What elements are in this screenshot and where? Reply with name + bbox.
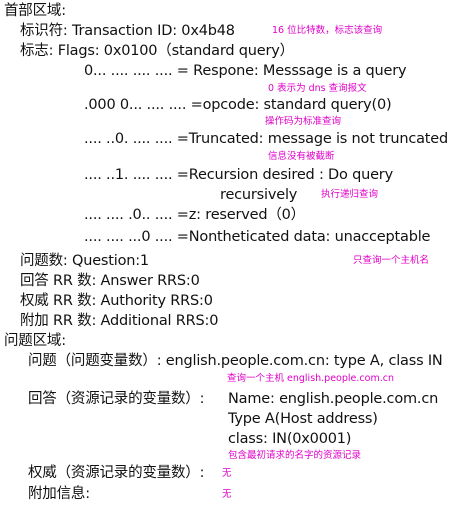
answer-type-line: Type A(Host address): [228, 411, 378, 427]
flag-z-line: .... .... .0.. .... =z: reserved（0）: [84, 207, 305, 223]
flag-truncated-line: .... ..0. .... .... =Truncated: message …: [84, 131, 448, 147]
transaction-id-line: 标识符: Transaction ID: 0x4b48: [20, 23, 235, 39]
answer-note: 包含最初请求的名字的资源记录: [228, 450, 362, 461]
authority-label: 权威（资源记录的变量数）:: [28, 465, 205, 481]
question-count-note: 只查询一个主机名: [353, 255, 430, 266]
answer-rrs-line: 回答 RR 数: Answer RRS:0: [20, 273, 200, 289]
transaction-id-note: 16 位比特数，标志该查询: [272, 25, 383, 36]
flags-line: 标志: Flags: 0x0100（standard query）: [20, 43, 294, 59]
question-count-line: 问题数: Question:1: [20, 253, 149, 269]
flag-recursion-line-cont: recursively: [220, 187, 298, 203]
answer-name-line: Name: english.people.com.cn: [228, 391, 439, 407]
flag-nonauth-line: .... .... ...0 .... =Nontheticated data:…: [84, 229, 431, 245]
answer-label: 回答（资源记录的变量数）:: [28, 391, 205, 407]
flag-recursion-note: 执行递归查询: [321, 189, 379, 200]
authority-note: 无: [222, 468, 232, 479]
flag-opcode-line: .000 0... .... .... =opcode: standard qu…: [84, 97, 392, 113]
authority-rrs-line: 权威 RR 数: Authority RRS:0: [20, 293, 213, 309]
additional-label: 附加信息:: [28, 486, 90, 502]
answer-class-line: class: IN(0x0001): [228, 431, 352, 447]
flag-recursion-line: .... ..1. .... .... =Recursion desired :…: [84, 167, 393, 183]
question-query-note: 查询一个主机 english.people.com.cn: [227, 373, 394, 384]
flag-response-line: 0... .... .... .... = Respone: Messsage …: [84, 63, 407, 79]
question-section-title: 问题区域:: [4, 333, 66, 349]
additional-note: 无: [222, 489, 232, 500]
flag-response-note: 0 表示为 dns 查询报文: [268, 83, 367, 94]
additional-rrs-line: 附加 RR 数: Additional RRS:0: [20, 313, 219, 329]
flag-opcode-note: 操作码为标准查询: [265, 116, 342, 127]
flag-truncated-note: 信息没有被截断: [268, 151, 335, 162]
header-section-title: 首部区域:: [4, 3, 66, 19]
question-query-line: 问题（问题变量数）: english.people.com.cn: type A…: [28, 353, 443, 369]
